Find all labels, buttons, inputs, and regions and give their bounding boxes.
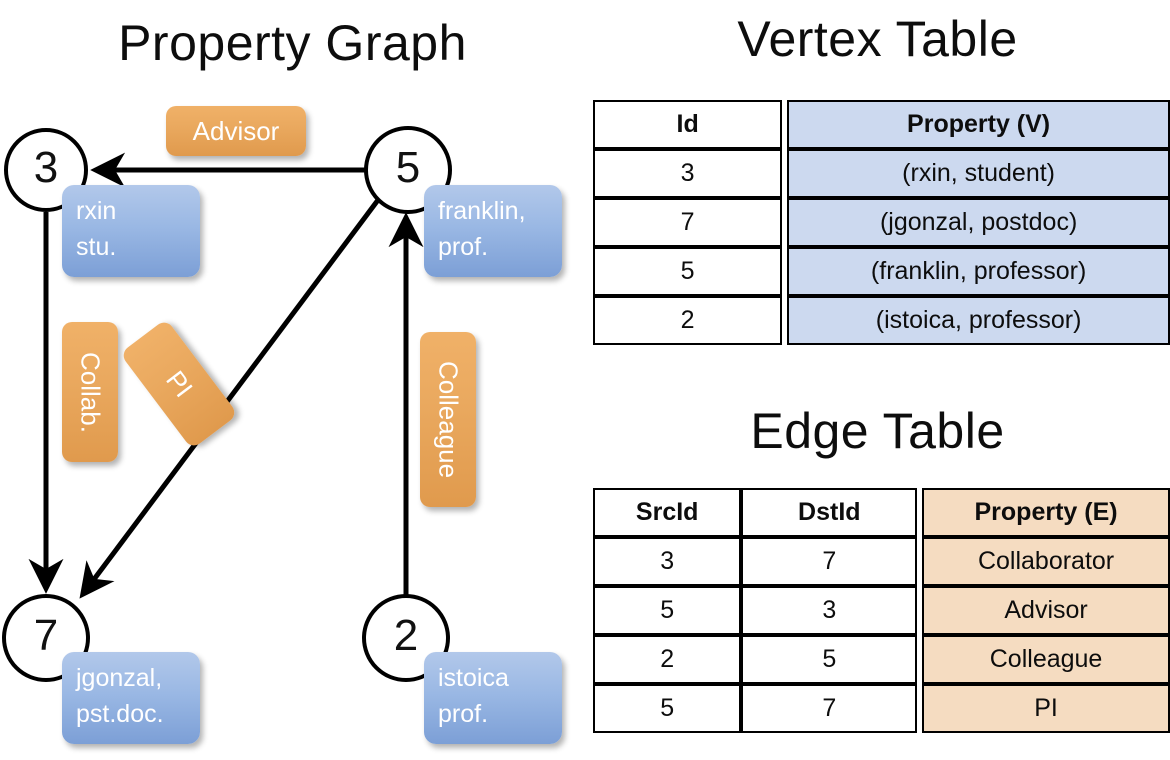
graph-node-3-label: 3 [33, 143, 59, 192]
edge-cell-dstid: 5 [741, 635, 918, 684]
node-property-box-rxin: rxin stu. [62, 185, 200, 277]
edge-line-pi [79, 198, 381, 599]
edge-label-colleague: Colleague [420, 332, 476, 507]
graph-node-5[interactable]: 5 [364, 126, 452, 214]
page-title-property-graph: Property Graph [118, 15, 467, 71]
table-row[interactable]: 5 7 PI [593, 684, 1170, 733]
vertex-cell-property: (franklin, professor) [787, 247, 1170, 296]
edge-table-header-property: Property (E) [922, 488, 1170, 537]
edge-cell-dstid: 7 [741, 684, 918, 733]
edge-cell-dstid: 7 [741, 537, 918, 586]
table-row[interactable]: 3 7 Collaborator [593, 537, 1170, 586]
edge-table: SrcId DstId Property (E) 3 7 Collaborato… [593, 488, 1170, 733]
edge-cell-property: Colleague [922, 635, 1170, 684]
edge-label-advisor: Advisor [166, 106, 306, 156]
vertex-table: Id Property (V) 3 (rxin, student) 7 (jgo… [593, 100, 1170, 345]
graph-node-2-label: 2 [393, 611, 419, 660]
vertex-cell-property: (rxin, student) [787, 149, 1170, 198]
table-row[interactable]: 2 5 Colleague [593, 635, 1170, 684]
node-property-box-jgonzal: jgonzal, pst.doc. [62, 652, 200, 744]
property-graph-diagram: 3 5 7 2 rxin stu. franklin, prof. jgonza… [2, 106, 562, 744]
vertex-table-header-id: Id [593, 100, 783, 149]
vertex-cell-property: (jgonzal, postdoc) [787, 198, 1170, 247]
edge-cell-property: Collaborator [922, 537, 1170, 586]
page-title-vertex-table: Vertex Table [737, 11, 1018, 67]
edge-table-header-dstid: DstId [741, 488, 918, 537]
vertex-cell-id: 5 [593, 247, 783, 296]
vertex-cell-property: (istoica, professor) [787, 296, 1170, 345]
edge-label-collab: Collab. [62, 322, 118, 462]
edge-cell-srcid: 2 [593, 635, 742, 684]
edge-table-header-row: SrcId DstId Property (E) [593, 488, 1170, 537]
page-title-edge-table: Edge Table [750, 403, 1005, 459]
graph-node-7-label: 7 [33, 611, 59, 660]
vertex-cell-id: 3 [593, 149, 783, 198]
graph-node-5-label: 5 [395, 143, 421, 192]
vertex-table-header-property: Property (V) [787, 100, 1170, 149]
vertex-table-header-row: Id Property (V) [593, 100, 1170, 149]
table-row[interactable]: 5 (franklin, professor) [593, 247, 1170, 296]
vertex-cell-id: 7 [593, 198, 783, 247]
table-row[interactable]: 5 3 Advisor [593, 586, 1170, 635]
edge-cell-srcid: 5 [593, 586, 742, 635]
table-row[interactable]: 3 (rxin, student) [593, 149, 1170, 198]
edge-cell-property: Advisor [922, 586, 1170, 635]
graph-node-2[interactable]: 2 [362, 594, 450, 682]
node-property-box-istoica: istoica prof. [424, 652, 562, 744]
node-property-box-franklin: franklin, prof. [424, 185, 562, 277]
table-row[interactable]: 2 (istoica, professor) [593, 296, 1170, 345]
edge-cell-dstid: 3 [741, 586, 918, 635]
graph-edges-svg [28, 152, 424, 599]
table-row[interactable]: 7 (jgonzal, postdoc) [593, 198, 1170, 247]
edge-cell-property: PI [922, 684, 1170, 733]
vertex-cell-id: 2 [593, 296, 783, 345]
edge-table-header-srcid: SrcId [593, 488, 742, 537]
edge-cell-srcid: 5 [593, 684, 742, 733]
edge-cell-srcid: 3 [593, 537, 742, 586]
